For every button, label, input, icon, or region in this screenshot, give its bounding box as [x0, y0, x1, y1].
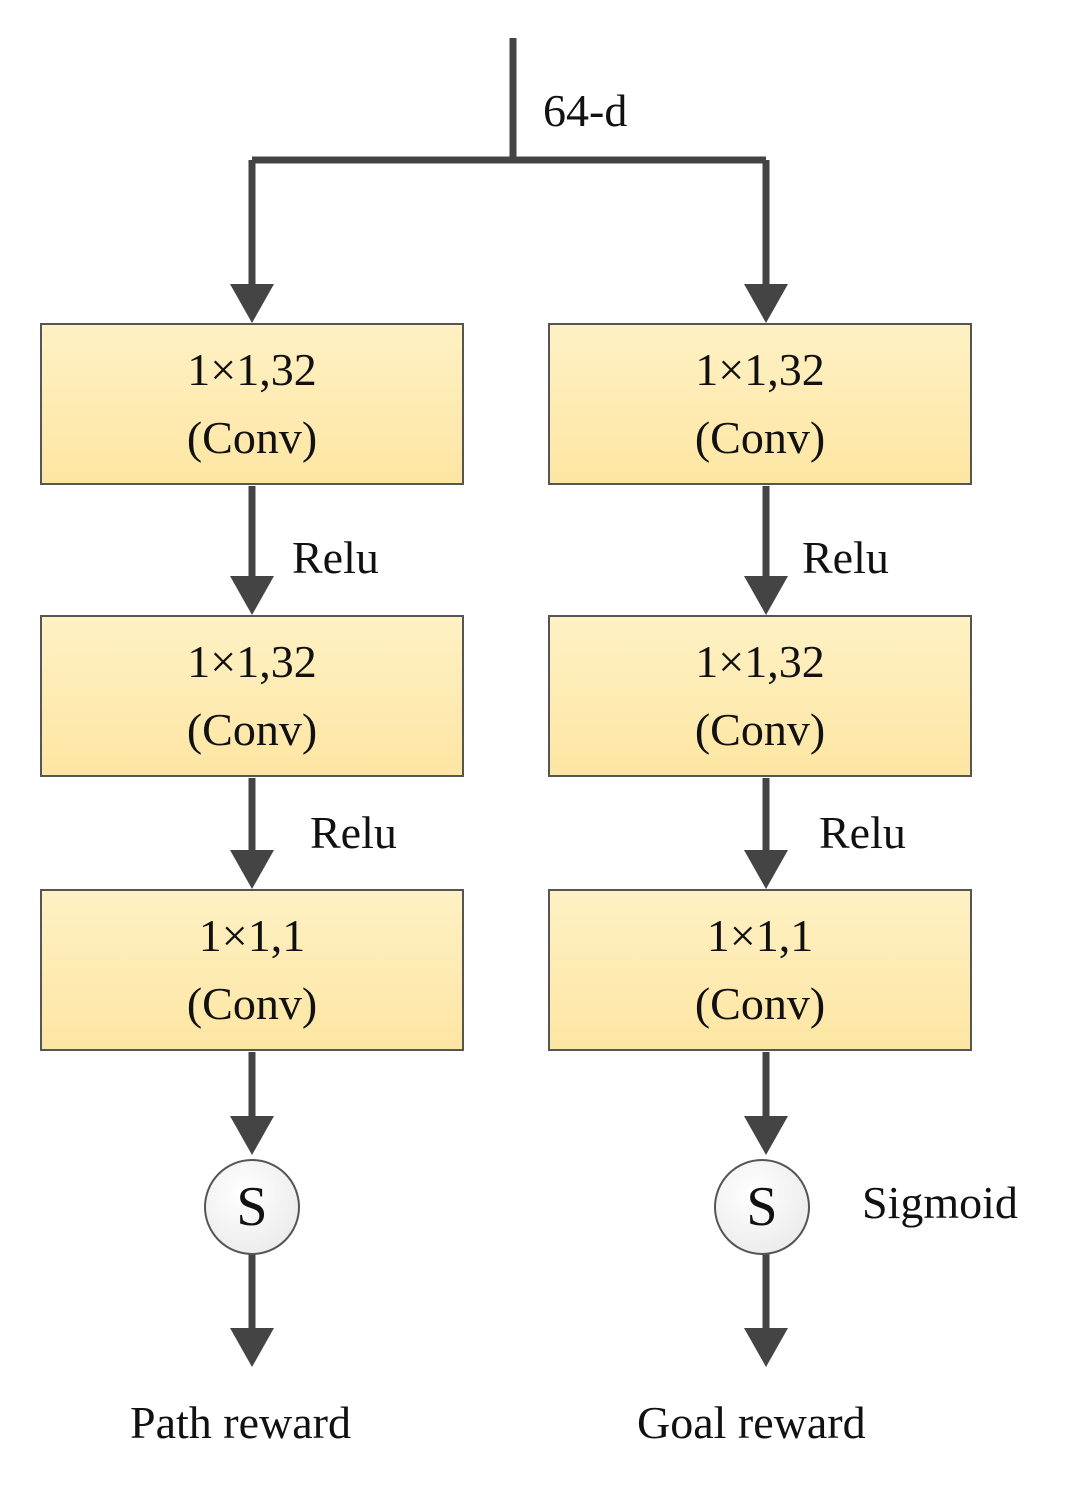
path-sigmoid-node: S [204, 1159, 300, 1255]
path-arrowhead-2 [230, 576, 274, 615]
path-conv-block-2: 1×1,32 (Conv) [40, 615, 464, 777]
conv-block-kernel: 1×1,32 [187, 636, 317, 687]
path-output-label: Path reward [130, 1397, 351, 1448]
conv-block-kernel: 1×1,1 [198, 910, 306, 961]
conv-block-kernel: 1×1,32 [695, 344, 825, 395]
conv-block-type: (Conv) [186, 704, 318, 755]
conv-block-type: (Conv) [694, 412, 826, 463]
path-relu-label-2: Relu [310, 807, 397, 858]
goal-arrowhead-3 [744, 850, 788, 889]
path-arrowhead-1 [230, 284, 274, 323]
conv-block-type: (Conv) [186, 978, 318, 1029]
goal-relu-label-2: Relu [819, 807, 906, 858]
goal-relu-label-1: Relu [802, 532, 889, 583]
conv-block-kernel: 1×1,32 [187, 344, 317, 395]
goal-conv-block-1: 1×1,32 (Conv) [548, 323, 972, 485]
goal-conv-block-3: 1×1,1 (Conv) [548, 889, 972, 1051]
goal-arrowhead-2 [744, 576, 788, 615]
path-arrowhead-5 [230, 1328, 274, 1367]
conv-block-type: (Conv) [694, 978, 826, 1029]
path-arrowhead-4 [230, 1116, 274, 1155]
goal-output-label: Goal reward [637, 1397, 866, 1448]
path-relu-label-1: Relu [292, 532, 379, 583]
goal-arrowhead-4 [744, 1116, 788, 1155]
path-conv-block-1: 1×1,32 (Conv) [40, 323, 464, 485]
goal-arrowhead-1 [744, 284, 788, 323]
path-arrowhead-3 [230, 850, 274, 889]
path-conv-block-3: 1×1,1 (Conv) [40, 889, 464, 1051]
goal-sigmoid-node: S [714, 1159, 810, 1255]
goal-arrowhead-5 [744, 1328, 788, 1367]
conv-block-type: (Conv) [186, 412, 318, 463]
conv-block-type: (Conv) [694, 704, 826, 755]
input-dimension-label: 64-d [543, 85, 628, 136]
conv-block-kernel: 1×1,1 [706, 910, 814, 961]
goal-conv-block-2: 1×1,32 (Conv) [548, 615, 972, 777]
sigmoid-label: Sigmoid [862, 1177, 1018, 1228]
conv-block-kernel: 1×1,32 [695, 636, 825, 687]
